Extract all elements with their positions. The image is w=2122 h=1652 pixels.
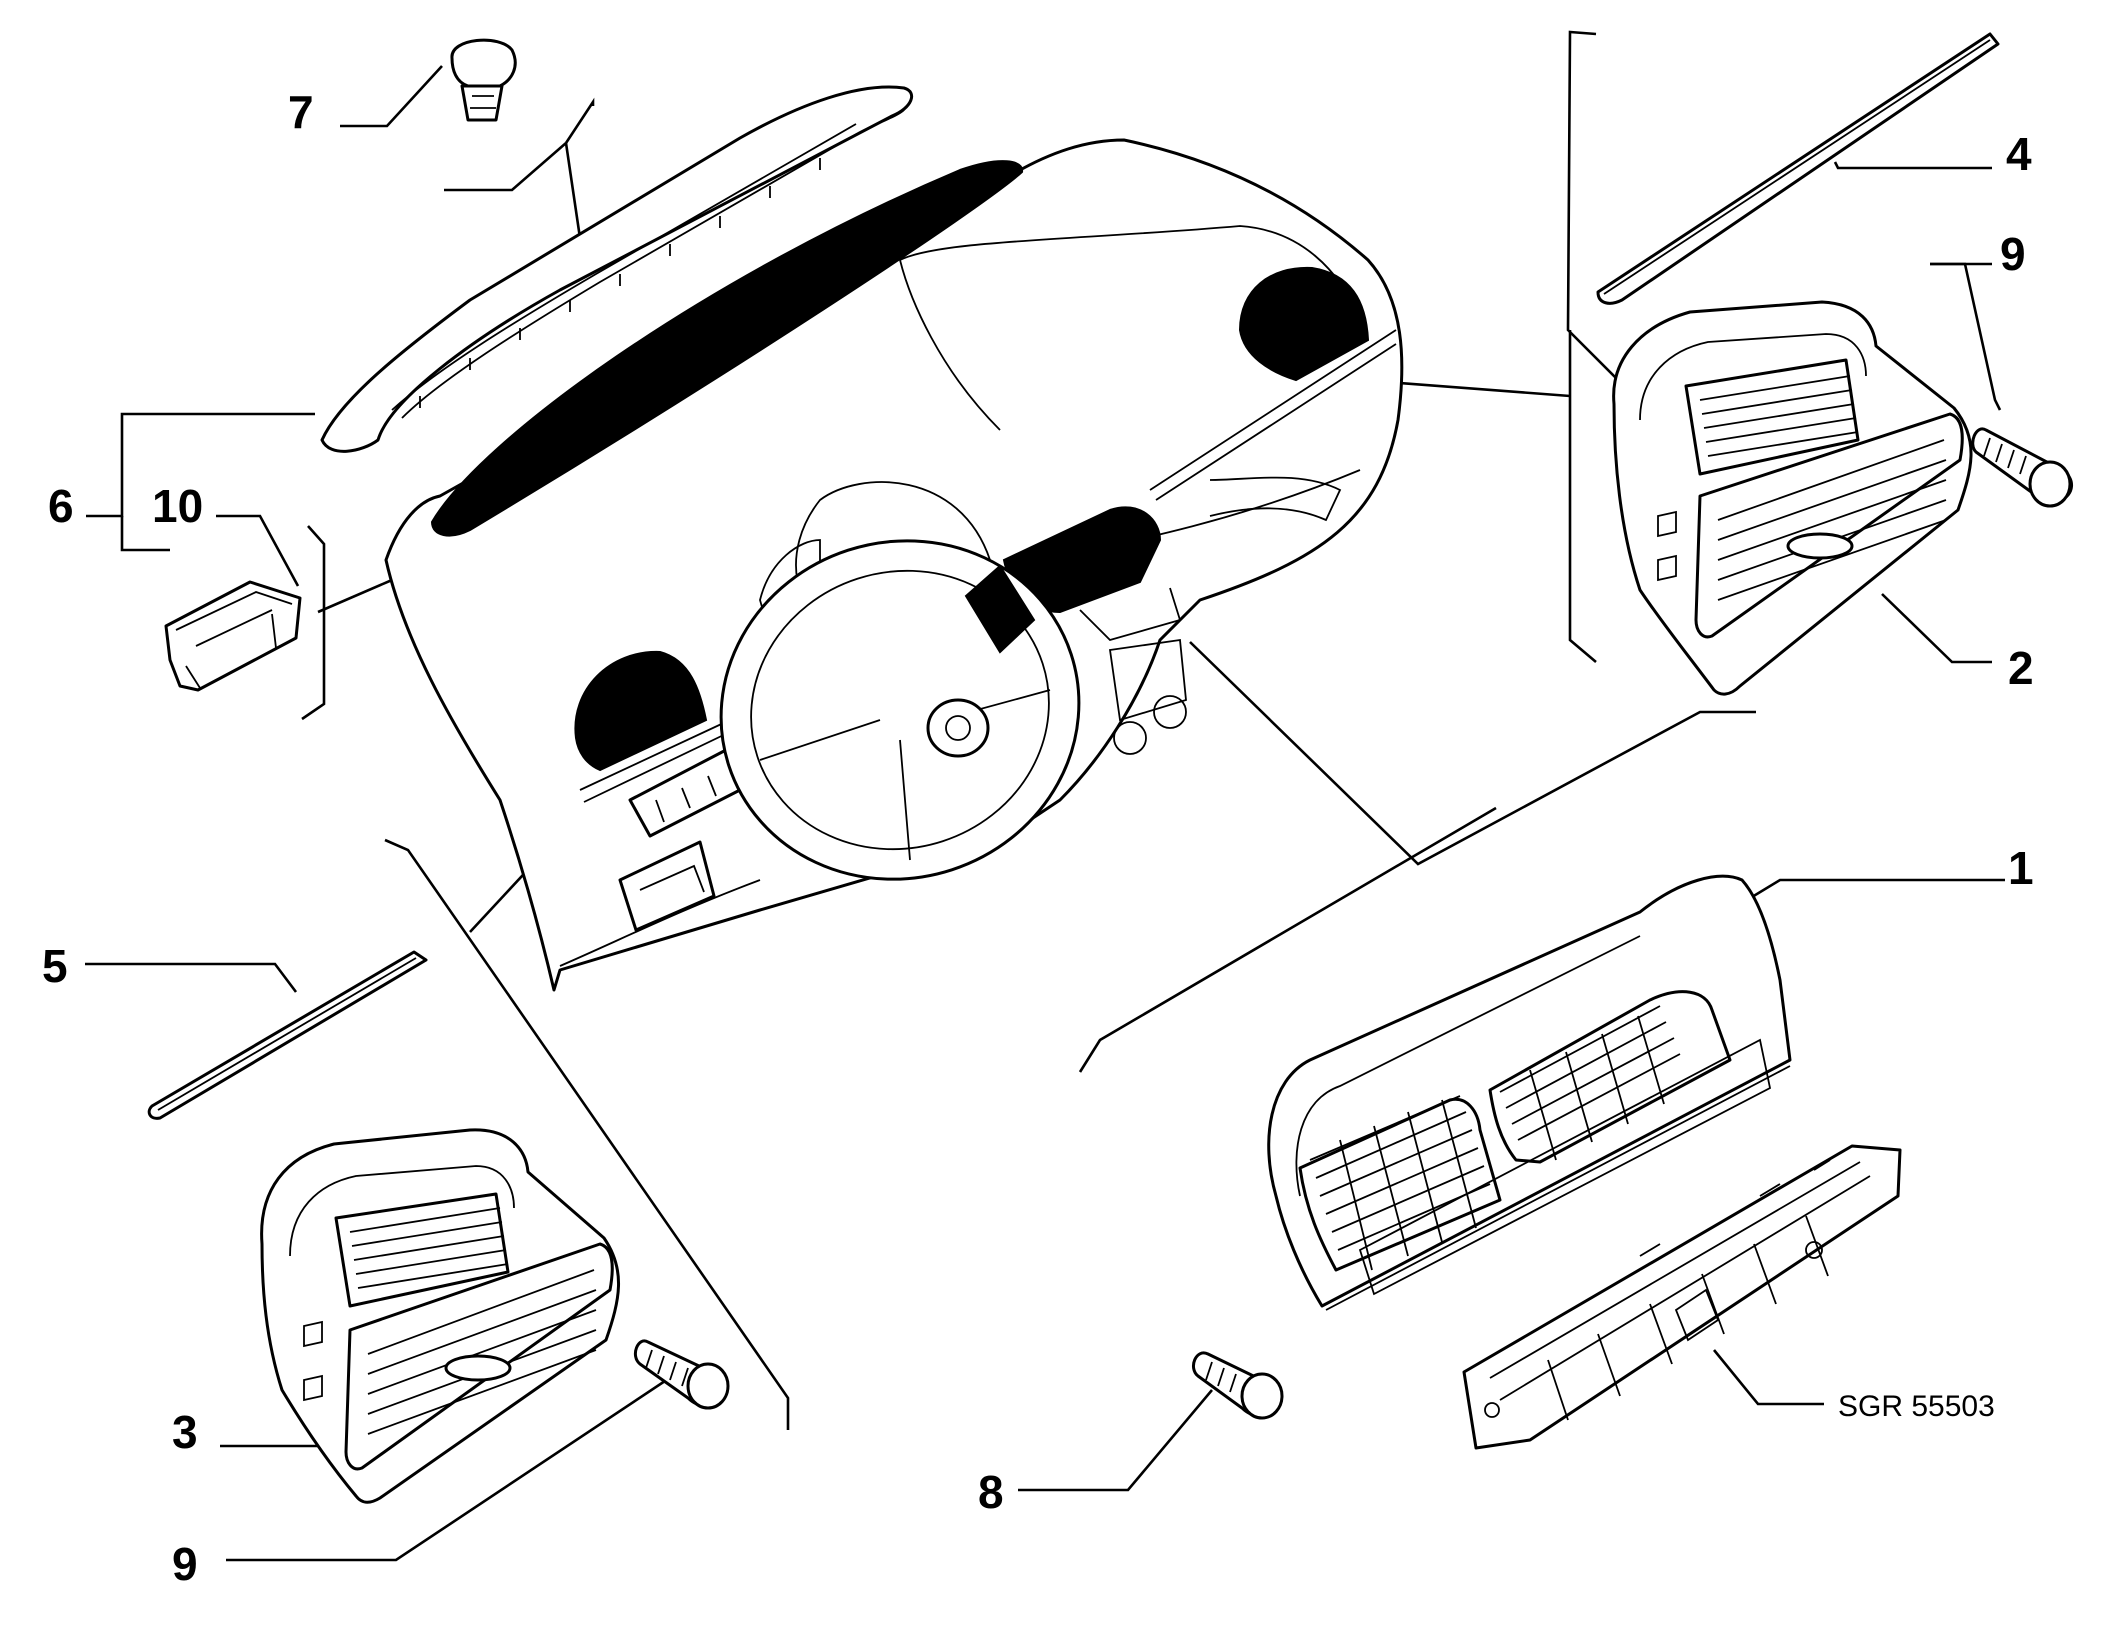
callout-1: 1 bbox=[2008, 842, 2034, 894]
clip-part-7 bbox=[450, 38, 517, 122]
center-vent-part-1 bbox=[1267, 874, 1792, 1311]
switch-panel-sgr-55503 bbox=[1462, 1144, 1902, 1450]
callout-9-right: 9 bbox=[2000, 228, 2026, 280]
callout-3: 3 bbox=[172, 1406, 198, 1458]
left-air-vent-part-3 bbox=[260, 1128, 621, 1504]
reference-code: SGR 55503 bbox=[1838, 1390, 1995, 1423]
bracket-part-10 bbox=[164, 580, 302, 692]
callout-7: 7 bbox=[288, 86, 314, 138]
callout-9-left: 9 bbox=[172, 1538, 198, 1590]
trim-strip-part-5 bbox=[147, 950, 428, 1120]
callout-10: 10 bbox=[152, 480, 203, 532]
trim-strip-part-4 bbox=[1596, 32, 2000, 305]
callout-8: 8 bbox=[978, 1466, 1004, 1518]
screw-part-9-right bbox=[1971, 427, 2073, 508]
callout-2: 2 bbox=[2008, 642, 2034, 694]
screw-part-9-left bbox=[634, 1339, 730, 1410]
dashboard-assembly bbox=[384, 138, 1404, 992]
callout-5: 5 bbox=[42, 940, 68, 992]
callout-6: 6 bbox=[48, 480, 74, 532]
right-air-vent-part-2 bbox=[1612, 300, 1973, 696]
upper-trim-strip-part-6 bbox=[320, 85, 914, 453]
callout-labels: 7 4 9 6 10 2 1 5 3 8 9 SGR 55503 bbox=[42, 86, 2034, 1590]
callout-4: 4 bbox=[2006, 128, 2032, 180]
screw-part-8 bbox=[1192, 1351, 1284, 1420]
